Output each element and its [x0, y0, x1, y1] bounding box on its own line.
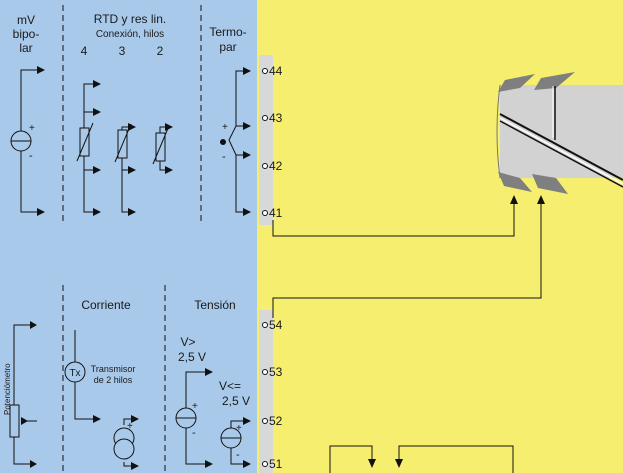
potentiometer-symbol: [9, 324, 37, 465]
mv-minus: -: [29, 150, 33, 162]
rtd-2-arrow-1: [165, 123, 173, 131]
rtd-4-arrow-3: [93, 166, 101, 174]
current-plus: +: [127, 421, 133, 432]
terminal-51[interactable]: 51: [262, 457, 283, 471]
mv-bipolar-label-1: mV: [17, 13, 35, 27]
vgt-plus: +: [192, 401, 198, 412]
connection-lines: [272, 202, 542, 473]
voltage-le-value: 2,5 V: [222, 394, 250, 408]
vle-minus: -: [236, 449, 240, 461]
voltage-gt-value: 2,5 V: [178, 350, 206, 364]
vgt-minus: -: [192, 427, 196, 439]
svg-text:54: 54: [269, 318, 283, 332]
rtd-4-wire-symbol: [76, 83, 100, 213]
rtd-3-arrow-2: [128, 166, 136, 174]
svg-text:41: 41: [269, 206, 283, 220]
vle-arrow-1: [243, 417, 251, 425]
voltage-title: Tensión: [194, 298, 235, 312]
rtd-subtitle: Conexión, hilos: [96, 29, 164, 40]
pot-arrow-2: [21, 417, 28, 425]
vle-plus: +: [236, 423, 242, 434]
current-title: Corriente: [81, 298, 131, 312]
svg-text:53: 53: [269, 365, 283, 379]
potentiometer-label: Potenciómetro: [3, 363, 12, 415]
thermocouple-junction: [220, 139, 226, 145]
section-dividers: [62, 5, 202, 473]
pot-arrow-3: [30, 460, 37, 468]
tc-arrow-4: [243, 208, 251, 216]
mv-source-symbol: [10, 69, 44, 213]
conn-arrow-low-1: [368, 459, 376, 468]
rtd-4-arrow-2: [93, 108, 101, 116]
cur-arrow-2: [131, 462, 139, 470]
terminal-strip-bottom: [259, 310, 273, 473]
vle-arrow-2: [243, 460, 251, 468]
tx-symbol-label: Tx: [69, 368, 80, 379]
transmitter-label-2: de 2 hilos: [94, 375, 133, 385]
mv-bipolar-label-3: lar: [19, 41, 32, 55]
transmitter-label-1: Transmisor: [91, 364, 136, 374]
terminal-54[interactable]: 54: [262, 318, 283, 332]
conn-arrow-41: [510, 195, 518, 204]
terminal-52[interactable]: 52: [262, 414, 283, 428]
svg-text:43: 43: [269, 111, 283, 125]
conn-arrow-low-2: [395, 459, 403, 468]
svg-text:42: 42: [269, 159, 283, 173]
terminal-41[interactable]: 41: [262, 206, 283, 220]
rtd-3-arrow-1: [128, 123, 136, 131]
rtd-2-arrow-2: [165, 166, 173, 174]
rtd-wires-2: 2: [157, 44, 164, 58]
tc-arrow-1: [243, 67, 251, 75]
mv-arrow-top: [37, 66, 45, 74]
tc-minus: -: [222, 151, 226, 163]
mv-plus: +: [29, 123, 35, 134]
voltage-gt-label: V>: [180, 335, 195, 349]
mv-bipolar-label-2: bipo-: [13, 27, 40, 41]
input-wiring-panel: [0, 0, 257, 473]
current-minus: -: [127, 460, 131, 472]
terminal-43[interactable]: 43: [262, 111, 283, 125]
rtd-wires-3: 3: [119, 44, 126, 58]
thermocouple-label-1: Termo-: [209, 25, 246, 39]
tc-arrow-2: [243, 122, 251, 130]
tc-arrow-3: [243, 151, 251, 159]
rtd-title: RTD y res lin.: [94, 12, 166, 26]
svg-text:44: 44: [269, 64, 283, 78]
current-source-symbol: [113, 418, 138, 467]
terminal-42[interactable]: 42: [262, 159, 283, 173]
pot-arrow-1: [30, 321, 37, 329]
rtd-4-arrow-1: [93, 80, 101, 88]
terminal-53[interactable]: 53: [262, 365, 283, 379]
thermocouple-label-2: par: [219, 40, 236, 54]
input-connector: [496, 72, 623, 194]
svg-text:51: 51: [269, 457, 283, 471]
transmitter-symbol: [64, 330, 100, 420]
vgt-arrow-1: [205, 368, 213, 376]
terminal-strip-top: [259, 55, 273, 225]
voltage-gt-source: [175, 371, 212, 465]
conn-arrow-54: [537, 195, 545, 204]
rtd-wires-4: 4: [81, 44, 88, 58]
terminal-44[interactable]: 44: [262, 64, 283, 78]
rtd-4-arrow-4: [93, 208, 101, 216]
voltage-le-label: V<=: [219, 379, 241, 393]
cur-arrow-1: [131, 415, 139, 423]
rtd-3-arrow-3: [128, 208, 136, 216]
svg-text:52: 52: [269, 414, 283, 428]
mv-arrow-bottom: [37, 208, 45, 216]
tx-arrow: [93, 415, 101, 423]
vgt-arrow-2: [205, 460, 213, 468]
tc-plus: +: [222, 122, 228, 133]
